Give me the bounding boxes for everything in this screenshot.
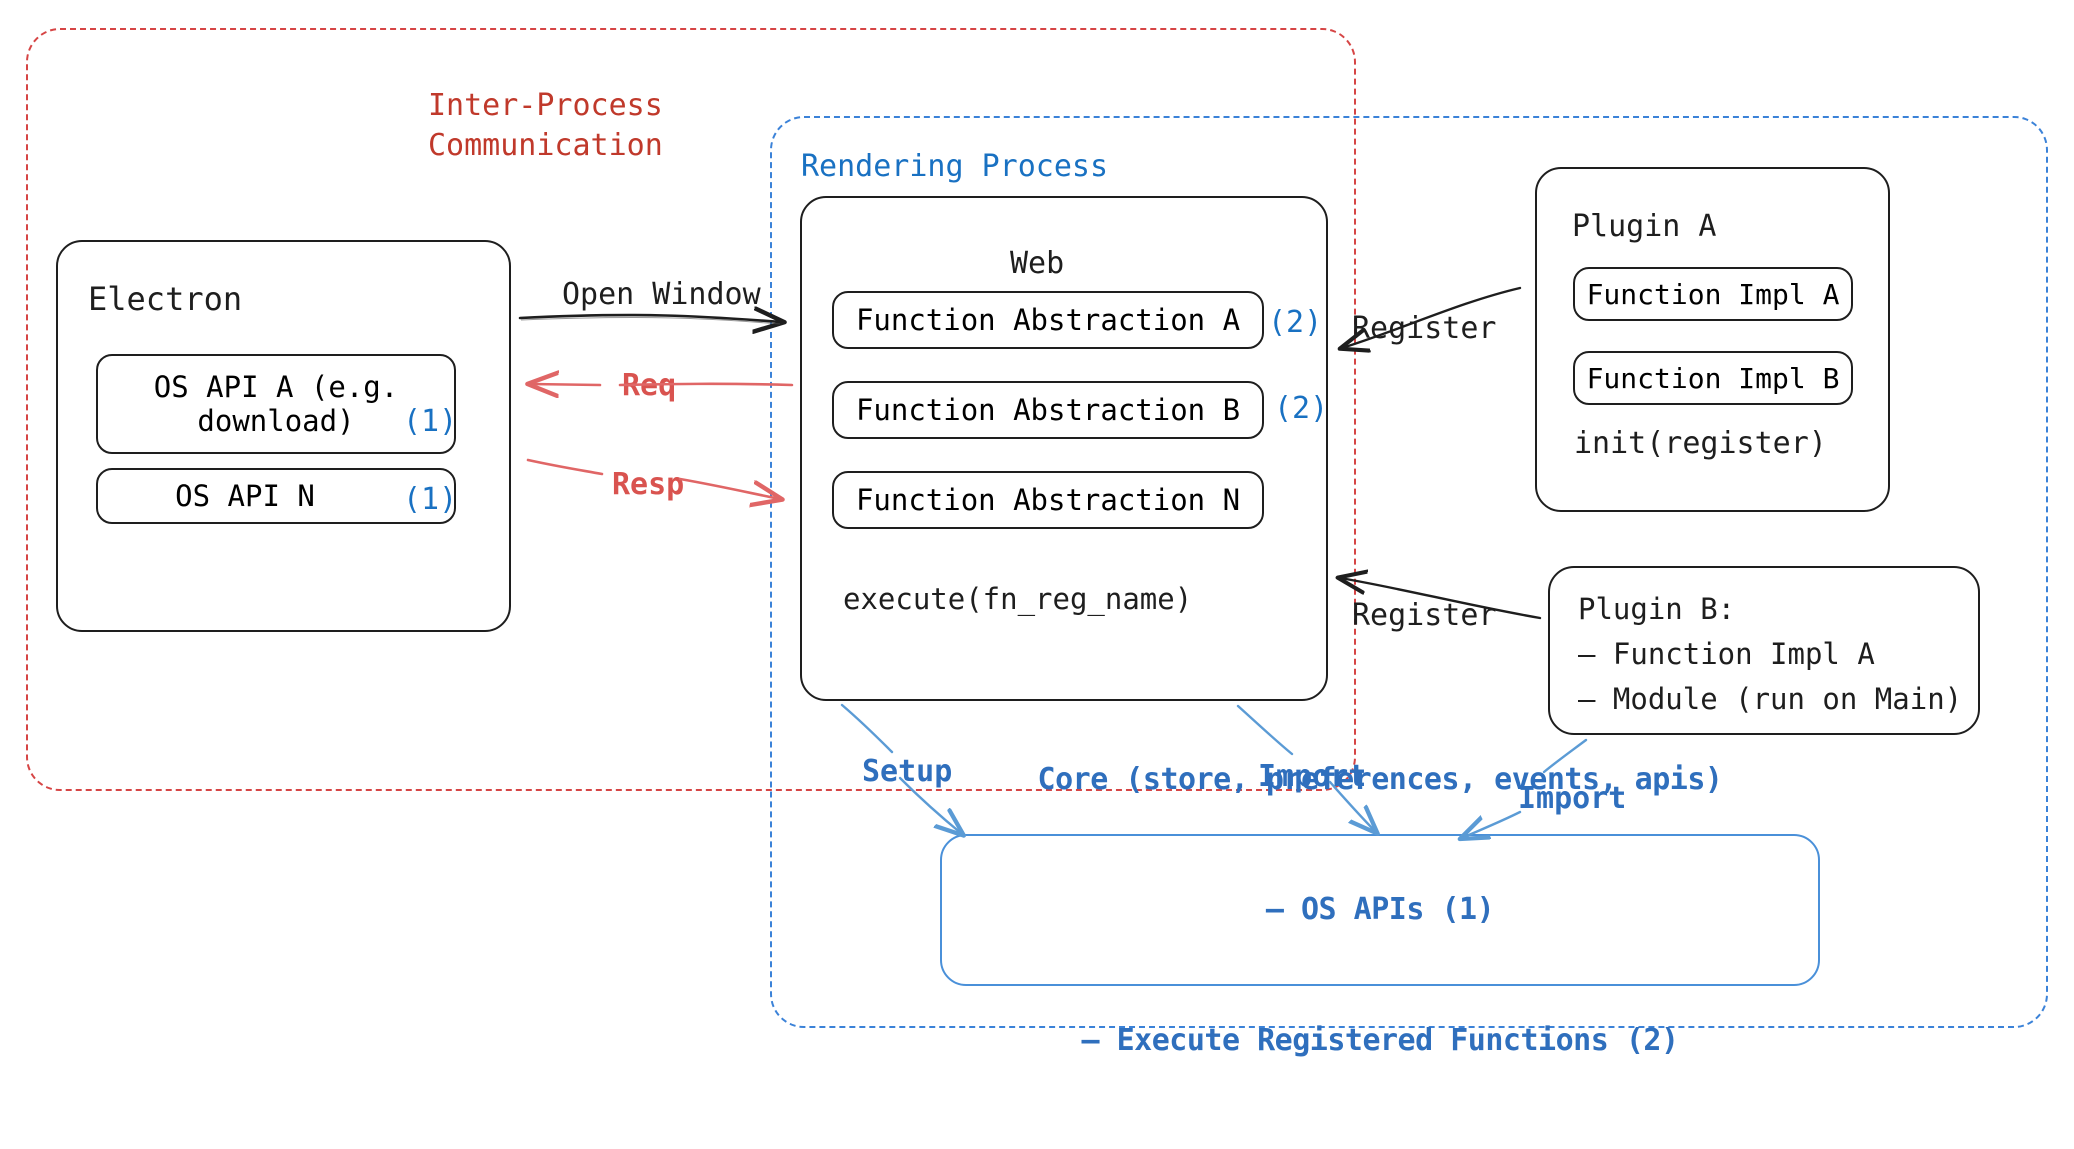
edge-label-req: Req xyxy=(622,368,677,403)
web-item-function-abstraction-n-label: Function Abstraction N xyxy=(855,483,1241,517)
plugin-a-item-function-impl-a-label: Function Impl A xyxy=(1586,277,1840,311)
plugin-a-footer-init: init(register) xyxy=(1574,426,1827,461)
electron-item-os-api-a[interactable]: OS API A (e.g. download) xyxy=(96,354,456,454)
node-plugin-b[interactable]: Plugin B: – Function Impl A – Module (ru… xyxy=(1548,566,1980,735)
web-item-function-abstraction-a-marker: (2) xyxy=(1268,305,1323,340)
web-footer-execute: execute(fn_reg_name) xyxy=(843,582,1193,616)
edge-label-register-plugin-a: Register xyxy=(1352,311,1497,346)
web-item-function-abstraction-a-label: Function Abstraction A xyxy=(855,303,1241,337)
plugin-a-item-function-impl-b-label: Function Impl B xyxy=(1586,361,1840,395)
web-item-function-abstraction-b-marker: (2) xyxy=(1274,391,1329,426)
plugin-b-line-3: – Module (run on Main) xyxy=(1578,682,1963,716)
electron-item-os-api-n-marker: (1) xyxy=(403,482,458,517)
edge-label-setup: Setup xyxy=(862,754,953,789)
node-web[interactable]: Web Function Abstraction A (2) Function … xyxy=(800,196,1328,701)
edge-label-open-window: Open Window xyxy=(562,277,761,312)
plugin-a-item-function-impl-b[interactable]: Function Impl B xyxy=(1573,351,1853,405)
plugin-a-title: Plugin A xyxy=(1572,209,1717,244)
web-item-function-abstraction-n[interactable]: Function Abstraction N xyxy=(832,471,1264,529)
node-core[interactable]: Core (store, preferences, events, apis) … xyxy=(940,762,1820,1058)
diagram-canvas: Inter-Process Communication Rendering Pr… xyxy=(26,28,2048,1058)
electron-item-os-api-a-marker: (1) xyxy=(403,404,458,439)
rendering-process-label: Rendering Process xyxy=(801,149,1109,184)
edge-label-import-web: Import xyxy=(1258,759,1367,794)
region-rendering-process xyxy=(770,116,2048,1028)
web-item-function-abstraction-b[interactable]: Function Abstraction B xyxy=(832,381,1264,439)
edge-label-resp: Resp xyxy=(612,467,685,502)
web-title: Web xyxy=(1010,246,1065,281)
electron-title: Electron xyxy=(88,280,243,318)
plugin-b-line-2: – Function Impl A xyxy=(1578,637,1875,671)
core-line-2: – OS APIs (1) xyxy=(1265,892,1495,928)
edge-label-register-plugin-b: Register xyxy=(1352,598,1497,633)
electron-item-os-api-a-label: OS API A (e.g. download) xyxy=(153,370,399,438)
web-item-function-abstraction-b-label: Function Abstraction B xyxy=(855,393,1241,427)
core-line-3: – Execute Registered Functions (2) xyxy=(1081,1022,1679,1058)
electron-item-os-api-n-label: OS API N xyxy=(175,479,315,513)
node-plugin-a[interactable]: Plugin A Function Impl A Function Impl B… xyxy=(1535,167,1890,512)
region-inter-process-communication xyxy=(26,28,1356,791)
ipc-region-label: Inter-Process Communication xyxy=(428,88,663,163)
edge-label-import-plugin-b: Import xyxy=(1518,781,1627,816)
plugin-b-line-1: Plugin B: xyxy=(1578,592,1736,626)
web-item-function-abstraction-a[interactable]: Function Abstraction A xyxy=(832,291,1264,349)
plugin-a-item-function-impl-a[interactable]: Function Impl A xyxy=(1573,267,1853,321)
node-electron[interactable]: Electron OS API A (e.g. download) (1) OS… xyxy=(56,240,511,632)
electron-item-os-api-n[interactable]: OS API N xyxy=(96,468,456,524)
core-line-1: Core (store, preferences, events, apis) xyxy=(1037,761,1723,797)
